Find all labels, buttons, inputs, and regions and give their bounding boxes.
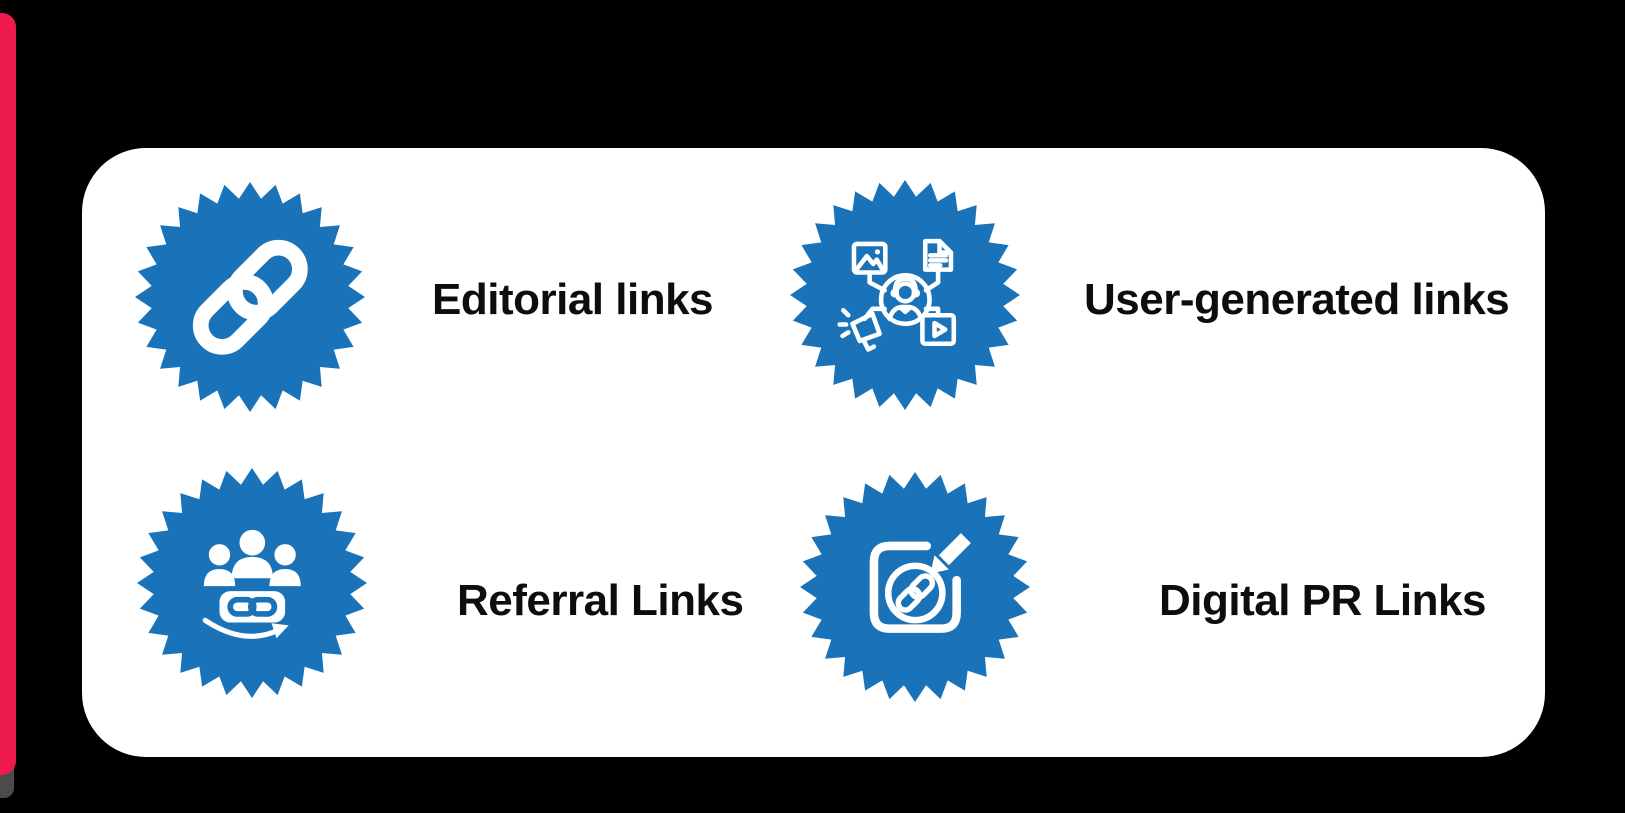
referral-links-badge [137,468,367,698]
accent-bar [0,13,16,775]
chain-link-icon [192,239,308,355]
editorial-links-badge [135,182,365,412]
digital-pr-links-label: Digital PR Links [1159,576,1486,625]
user-generated-content-icon [837,238,956,352]
digital-pr-links-badge [800,472,1030,702]
link-box-arrow-icon [869,532,971,633]
user-generated-links-label: User-generated links [1084,275,1510,324]
link-types-card: Editorial links [82,148,1545,757]
people-chain-arrow-icon [202,529,301,639]
editorial-links-label: Editorial links [432,275,714,324]
user-generated-links-badge [790,180,1020,410]
referral-links-label: Referral Links [457,576,744,625]
